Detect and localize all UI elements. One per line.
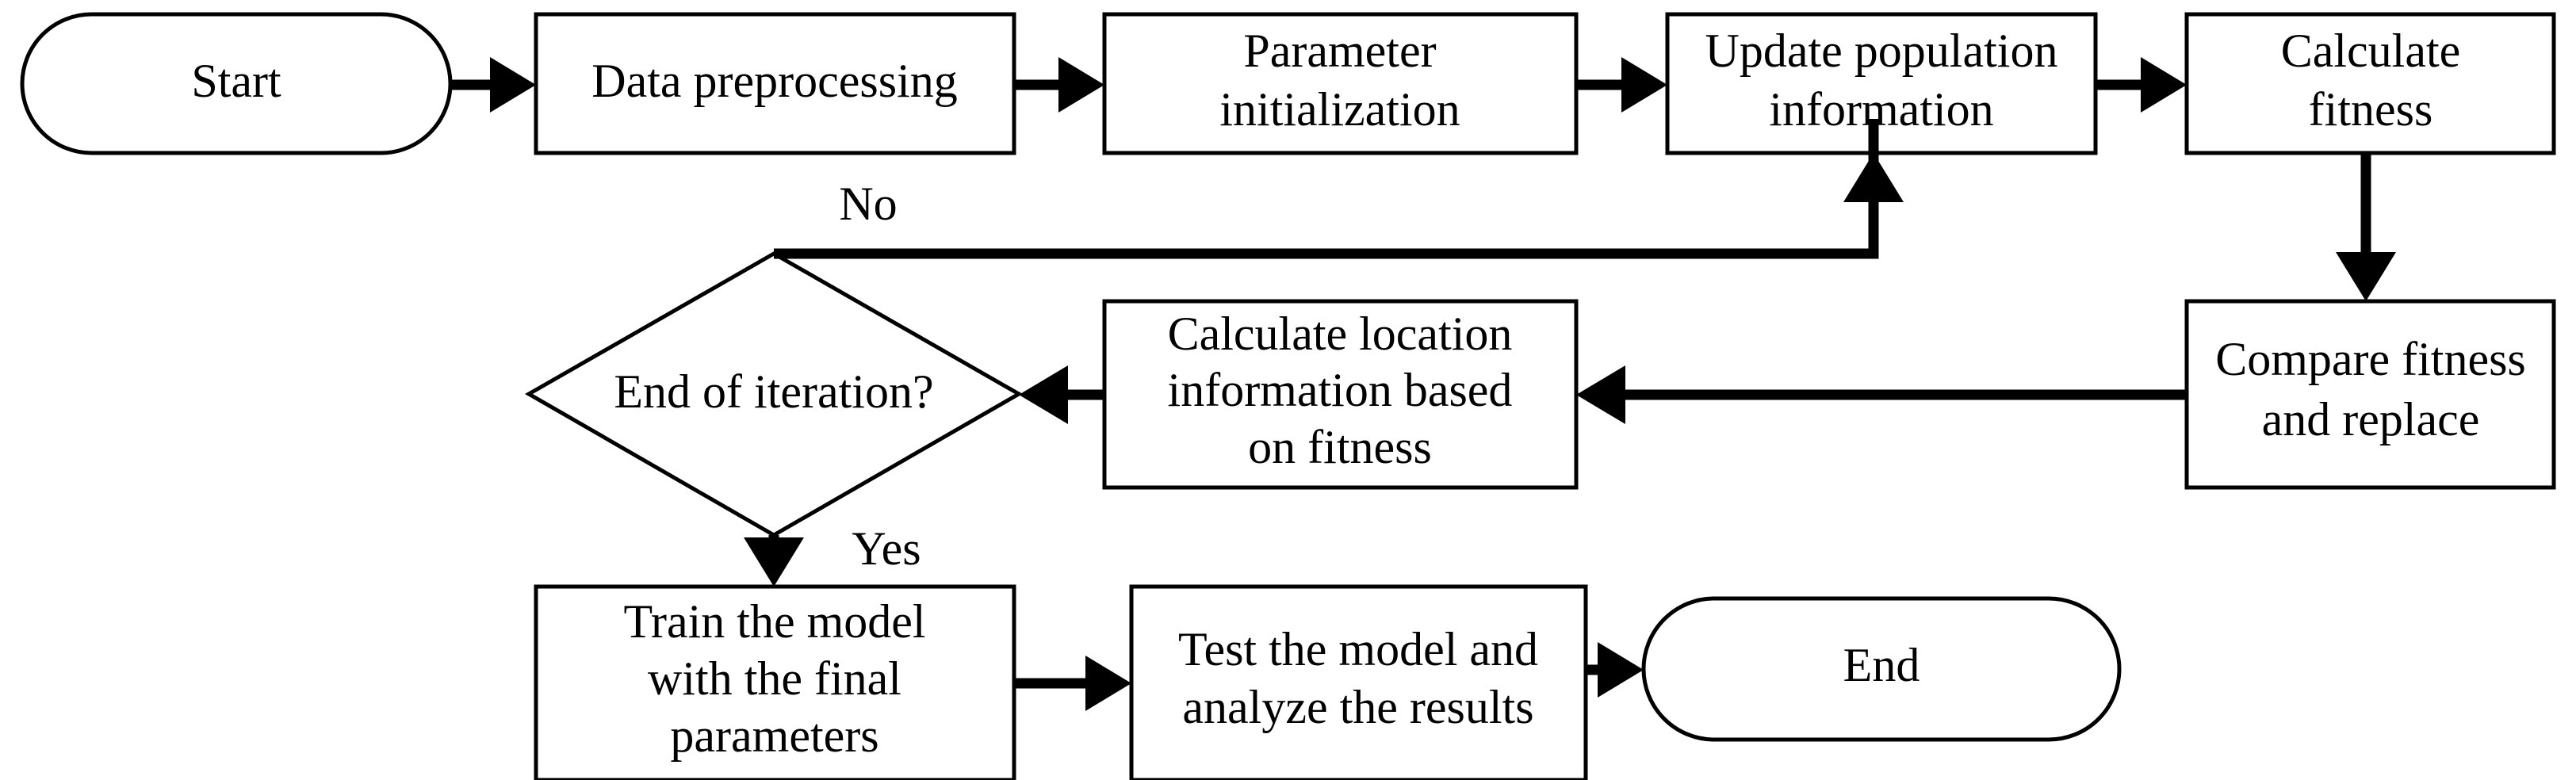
arrow-head-icon	[1621, 57, 1667, 113]
node-calculate-location-line3: on fitness	[1248, 421, 1432, 473]
node-start-label: Start	[191, 55, 281, 107]
node-train-model[interactable]: Train the model with the final parameter…	[534, 584, 1016, 780]
edge-parameter-init-to-update-population	[1576, 57, 1667, 113]
calculate-location-box	[1102, 299, 1579, 490]
arrow-head-icon	[1598, 642, 1644, 698]
train-model-box	[534, 584, 1016, 780]
node-calculate-location-line1: Calculate location	[1168, 308, 1513, 360]
node-parameter-initialization[interactable]: Parameter initialization	[1102, 12, 1579, 155]
edge-decision-no-to-update-population: No	[774, 119, 1904, 259]
edge-train-model-to-test-model	[1014, 656, 1131, 711]
edge-preprocessing-to-parameter-init	[1014, 57, 1104, 113]
node-data-preprocessing[interactable]: Data preprocessing	[534, 12, 1016, 155]
node-parameter-initialization-line2: initialization	[1219, 83, 1460, 136]
node-calculate-fitness-line1: Calculate	[2281, 25, 2461, 77]
node-data-preprocessing-label: Data preprocessing	[591, 55, 957, 107]
data-preprocessing-box	[534, 12, 1016, 155]
edge-test-model-to-end	[1586, 642, 1644, 698]
edge-compare-fitness-to-calculate-location	[1576, 365, 2187, 424]
arrow-head-icon	[2141, 57, 2187, 113]
arrow-head-icon	[1576, 365, 1625, 424]
edge-start-to-preprocessing	[450, 57, 536, 113]
node-test-model-line2: analyze the results	[1182, 681, 1533, 733]
end-terminator-shape	[1641, 596, 2122, 742]
edge-decision-yes-to-train-model: Yes	[744, 522, 921, 587]
node-end[interactable]: End	[1641, 596, 2122, 742]
node-calculate-fitness-line2: fitness	[2309, 83, 2433, 136]
node-end-of-iteration-label: End of iteration?	[614, 365, 933, 418]
edge-calculate-location-to-decision	[1019, 365, 1104, 424]
node-compare-fitness-line2: and replace	[2262, 393, 2480, 445]
node-train-model-line3: parameters	[670, 709, 878, 762]
compare-fitness-box	[2184, 299, 2556, 490]
edge-label-yes: Yes	[852, 522, 921, 575]
node-test-model[interactable]: Test the model and analyze the results	[1129, 584, 1588, 780]
arrow-head-icon	[490, 57, 536, 113]
arrow-head-icon	[1058, 57, 1104, 113]
node-calculate-location-line2: information based	[1168, 364, 1513, 416]
edge-update-population-to-calculate-fitness	[2096, 57, 2187, 113]
arrow-head-icon	[1085, 656, 1131, 711]
node-compare-fitness[interactable]: Compare fitness and replace	[2184, 299, 2556, 490]
node-update-population-line2: information	[1769, 83, 1993, 136]
parameter-initialization-box	[1102, 12, 1579, 155]
node-parameter-initialization-line1: Parameter	[1243, 25, 1436, 77]
node-calculate-location[interactable]: Calculate location information based on …	[1102, 299, 1579, 490]
node-test-model-line1: Test the model and	[1178, 623, 1538, 675]
test-model-box	[1129, 584, 1588, 780]
arrow-head-icon	[2336, 252, 2396, 301]
node-calculate-fitness[interactable]: Calculate fitness	[2184, 12, 2556, 155]
node-start[interactable]: Start	[20, 12, 453, 155]
update-population-box	[1665, 12, 2098, 155]
edge-calculate-fitness-to-compare-fitness	[2336, 153, 2396, 301]
node-update-population-line1: Update population	[1705, 25, 2058, 77]
node-train-model-line2: with the final	[648, 652, 901, 705]
node-end-label: End	[1843, 639, 1920, 691]
arrow-head-icon	[744, 537, 804, 587]
arrow-head-icon	[1019, 365, 1068, 424]
edge-label-no: No	[839, 178, 897, 230]
node-train-model-line1: Train the model	[623, 595, 925, 648]
node-compare-fitness-line1: Compare fitness	[2215, 333, 2526, 385]
arrow-head-icon	[1843, 153, 1904, 202]
node-update-population[interactable]: Update population information	[1665, 12, 2098, 155]
node-end-of-iteration-decision[interactable]: End of iteration?	[524, 251, 1024, 537]
